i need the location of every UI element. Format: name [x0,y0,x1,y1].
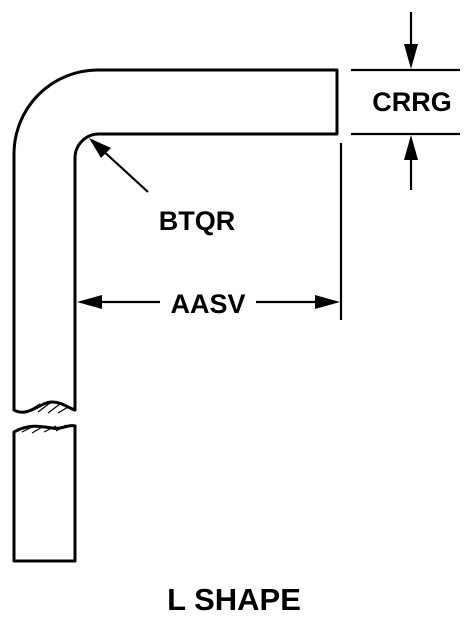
leg-length-dimension: AASV [77,143,343,320]
thickness-label: CRRG [372,87,452,117]
thickness-arrowhead-bottom [404,135,418,160]
leg-length-arrowhead-left [77,295,102,309]
bend-radius-leader-line [99,147,149,193]
shape-title: L SHAPE [167,582,301,617]
leg-length-arrowhead-right [315,295,340,309]
l-shape-bar [12,68,339,563]
bar-lower-stub [12,424,77,563]
thickness-dimension: CRRG [351,12,460,190]
break-hatching [21,402,69,434]
bar-upper-outline [12,68,339,412]
bend-radius-arrowhead [89,138,111,158]
leg-length-label: AASV [170,289,245,319]
bar-break-upper [12,400,77,414]
bend-radius-label: BTQR [159,206,236,236]
thickness-arrowhead-top [404,44,418,69]
bend-radius-leader: BTQR [89,138,235,236]
